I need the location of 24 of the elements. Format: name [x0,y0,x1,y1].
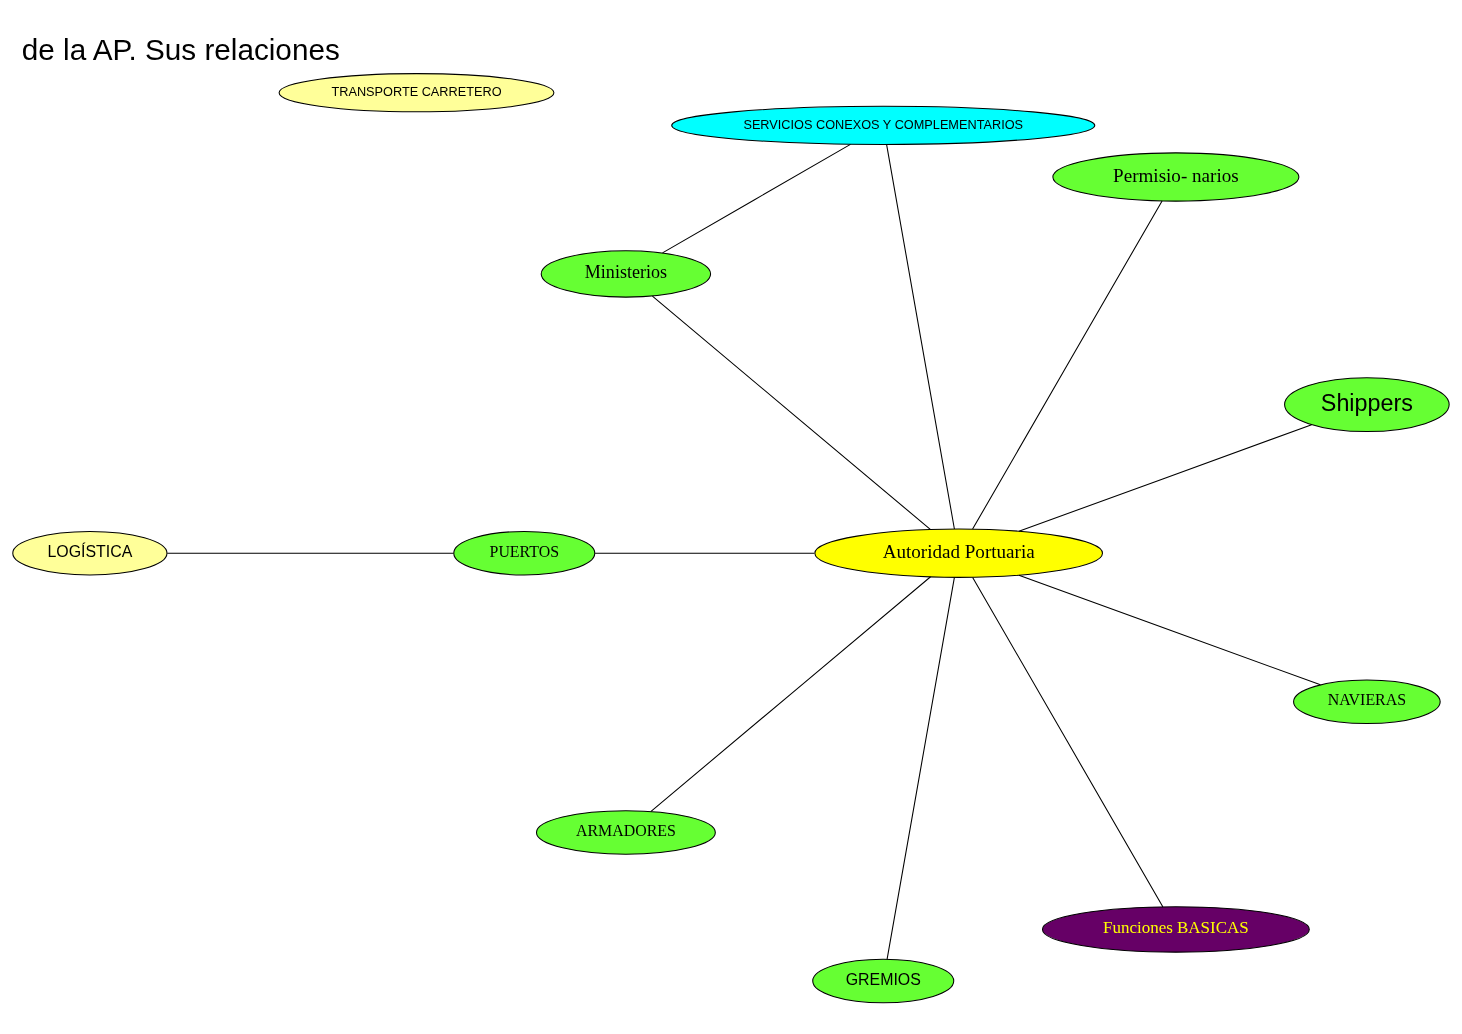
node-ellipse: Shippers [1284,376,1450,432]
node-ellipse: Funciones BASICAS [1041,905,1310,953]
node-ellipse: GREMIOS [812,958,955,1003]
node-ellipse: LOGÍSTICA [12,530,168,575]
connector [661,143,851,253]
connector [594,552,815,554]
connector [650,575,932,812]
connector [166,552,455,554]
connector [1018,423,1313,532]
node-ellipse: Permisio- narios [1052,151,1300,202]
connector [651,295,932,530]
connector [886,143,955,529]
node-ellipse: ARMADORES [535,809,716,855]
node-ellipse: Autoridad Portuaria [814,528,1103,578]
node-ellipse: NAVIERAS [1293,679,1441,724]
diagram-title: de la AP. Sus relaciones [21,32,340,66]
node-ellipse: PUERTOS [453,530,596,575]
connector [1018,574,1321,685]
connector [972,199,1163,530]
node-ellipse: SERVICIOS CONEXOS Y COMPLEMENTARIOS [671,105,1096,145]
connector [886,576,955,960]
connector [972,576,1164,907]
node-ellipse: Ministerios [540,249,712,298]
node-ellipse: TRANSPORTE CARRETERO [278,72,555,112]
